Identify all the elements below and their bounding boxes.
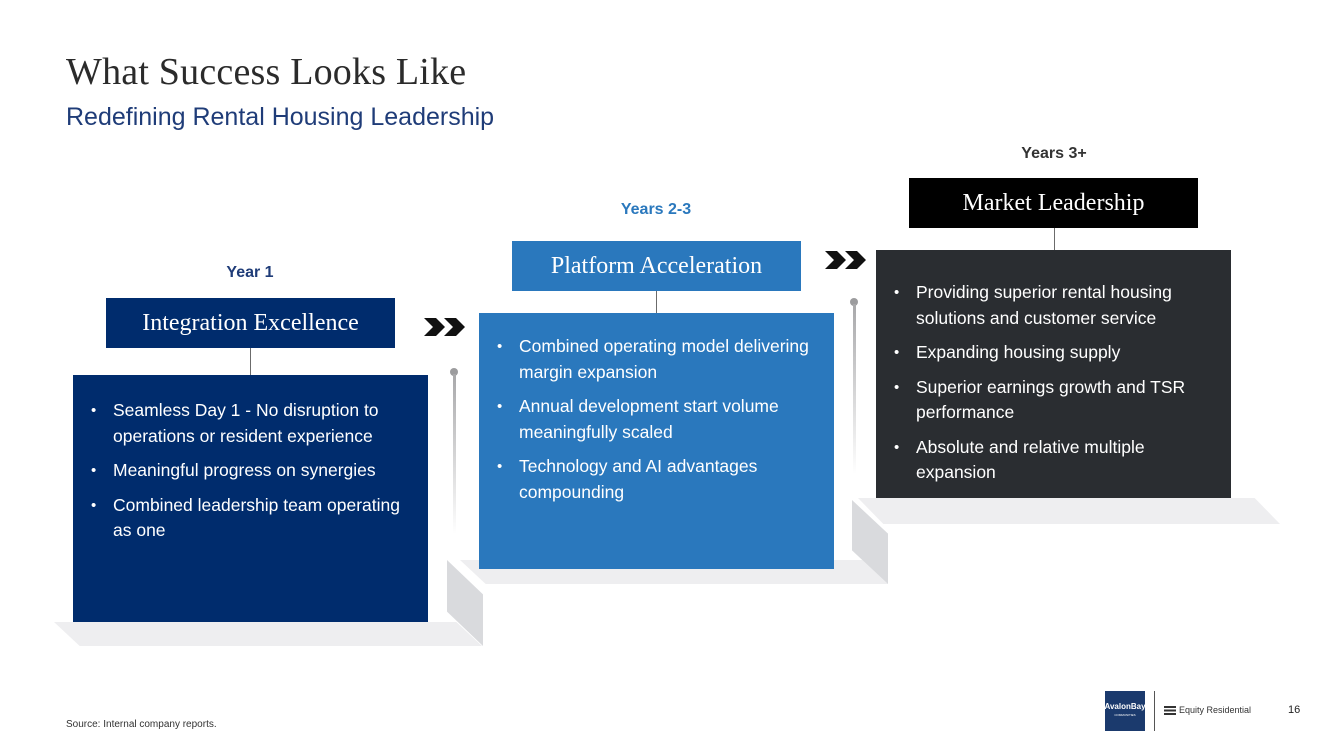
- page-subtitle: Redefining Rental Housing Leadership: [66, 103, 495, 131]
- avalonbay-logo: AvalonBay COMMUNITIES: [1104, 691, 1146, 731]
- bullet-text: Technology and AI advantages compounding: [519, 456, 758, 502]
- equity-residential-mark-icon: [1164, 705, 1176, 715]
- bullet-dot: •: [91, 496, 97, 514]
- phase-3-year: Years 3+: [1021, 145, 1087, 162]
- bullet-text: Seamless Day 1 - No disruption to operat…: [113, 400, 379, 446]
- bullet-text: Superior earnings growth and TSR perform…: [916, 376, 1186, 423]
- bullet-dot: •: [894, 284, 900, 301]
- bullet-dot: •: [497, 338, 503, 355]
- bullet-text: Expanding housing supply: [916, 342, 1121, 362]
- bullet-dot: •: [497, 398, 503, 415]
- phase-1-title: Integration Excellence: [106, 298, 395, 348]
- phase-3-title: Market Leadership: [909, 178, 1198, 228]
- phase-1-connector: [250, 348, 251, 375]
- page-title: What Success Looks Like: [66, 51, 467, 93]
- bullet-text: Combined leadership team operating as on…: [113, 494, 400, 541]
- page-number: 16: [1288, 704, 1301, 716]
- bullet-item: • Meaningful progress on synergies: [73, 458, 416, 484]
- bullet-dot: •: [894, 344, 900, 361]
- avalonbay-logo-text: AvalonBay: [1104, 702, 1146, 711]
- bullet-text: Annual development start volume meaningf…: [519, 396, 779, 442]
- equity-residential-logo: Equity Residential: [1164, 705, 1251, 715]
- phase-1-panel: • Seamless Day 1 - No disruption to opera…: [73, 375, 428, 622]
- bullet-dot: •: [91, 462, 97, 479]
- phase-3-bullets: • Providing superior rental housing solut…: [876, 280, 1219, 486]
- source-note: Source: Internal company reports.: [66, 719, 217, 730]
- double-chevron-right-icon: [825, 251, 866, 269]
- phase-1-bullets: • Seamless Day 1 - No disruption to opera…: [73, 398, 416, 544]
- bullet-item: • Seamless Day 1 - No disruption to opera…: [73, 398, 416, 449]
- phase-2-title: Platform Acceleration: [512, 241, 801, 291]
- bullet-text: Combined operating model delivering marg…: [519, 336, 809, 382]
- bullet-item: • Technology and AI advantages compoundin…: [479, 454, 822, 505]
- double-chevron-right-icon: [424, 318, 465, 336]
- bullet-item: • Expanding housing supply: [876, 340, 1219, 366]
- bullet-text: Meaningful progress on synergies: [113, 460, 376, 480]
- bullet-text: Absolute and relative multiple expansion: [916, 436, 1145, 483]
- bullet-text: Providing superior rental housing soluti…: [916, 282, 1172, 328]
- logo-divider: [1154, 691, 1155, 731]
- phase-2-connector: [656, 291, 657, 313]
- bullet-item: • Superior earnings growth and TSR perfor…: [876, 375, 1219, 426]
- phase-3-panel: • Providing superior rental housing solut…: [876, 250, 1231, 498]
- phase-2-panel: • Combined operating model delivering mar…: [479, 313, 834, 569]
- bullet-dot: •: [497, 458, 503, 475]
- bullet-item: • Providing superior rental housing solut…: [876, 280, 1219, 331]
- phase-2-year: Years 2-3: [620, 201, 692, 218]
- phase-3-connector: [1054, 228, 1055, 250]
- phase-1-year: Year 1: [226, 264, 274, 281]
- bullet-dot: •: [894, 378, 900, 396]
- bullet-dot: •: [91, 402, 97, 419]
- bullet-item: • Annual development start volume meaning…: [479, 394, 822, 445]
- bullet-item: • Absolute and relative multiple expansio…: [876, 435, 1219, 486]
- bullet-item: • Combined leadership team operating as o…: [73, 493, 416, 544]
- bullet-item: • Combined operating model delivering mar…: [479, 334, 822, 385]
- phase-2-bullets: • Combined operating model delivering mar…: [479, 334, 822, 505]
- equity-residential-logo-text: Equity Residential: [1179, 705, 1252, 715]
- avalonbay-logo-subtext: COMMUNITIES: [1114, 713, 1136, 717]
- bullet-dot: •: [894, 438, 900, 456]
